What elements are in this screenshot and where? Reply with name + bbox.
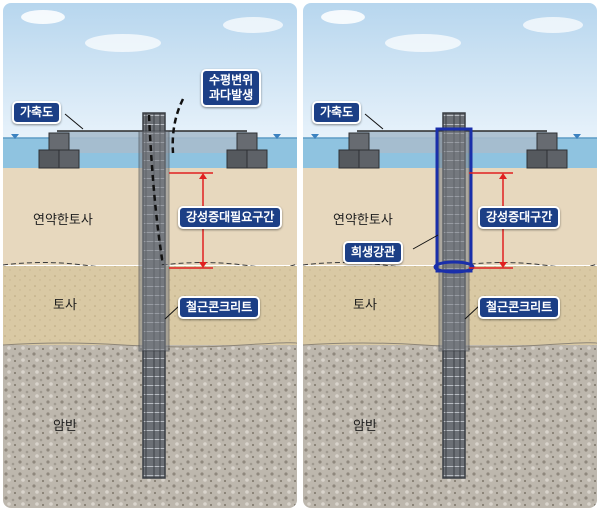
soft-soil-label: 연약한토사 xyxy=(333,209,393,228)
stiffening-zone-label: 강성증대필요구간 xyxy=(178,206,282,229)
cloud xyxy=(21,10,65,24)
bedrock-label: 암반 xyxy=(53,415,77,434)
sacrificial-pipe-label: 희생강관 xyxy=(343,241,403,264)
displacement-label-line1: 수평변위 xyxy=(209,73,253,88)
bedrock-label: 암반 xyxy=(353,415,377,434)
displacement-label-line2: 과다발생 xyxy=(209,88,253,103)
reinforced-concrete-label: 철근콘크리트 xyxy=(178,296,260,319)
cloud xyxy=(223,17,283,33)
stiffening-zone-label: 강성증대구간 xyxy=(478,206,560,229)
reinforced-concrete-label: 철근콘크리트 xyxy=(478,296,560,319)
cloud xyxy=(321,10,365,24)
soil-label: 토사 xyxy=(353,294,377,313)
cloud xyxy=(523,17,583,33)
temporary-fill-label: 가축도 xyxy=(12,101,61,124)
pile-casing xyxy=(139,131,169,351)
soft-soil-label: 연약한토사 xyxy=(33,209,93,228)
pile-casing xyxy=(439,131,469,351)
panel-after: 가축도 강성증대구간 연약한토사 희생강관 토사 암반 철근콘크리트 xyxy=(303,3,597,508)
displacement-label: 수평변위 과다발생 xyxy=(201,69,261,107)
cloud xyxy=(385,34,461,52)
temporary-fill-label: 가축도 xyxy=(312,101,361,124)
soil-label: 토사 xyxy=(53,294,77,313)
cloud xyxy=(85,34,161,52)
panel-before: 가축도 수평변위 과다발생 강성증대필요구간 연약한토사 토사 암반 철근콘크리… xyxy=(3,3,297,508)
